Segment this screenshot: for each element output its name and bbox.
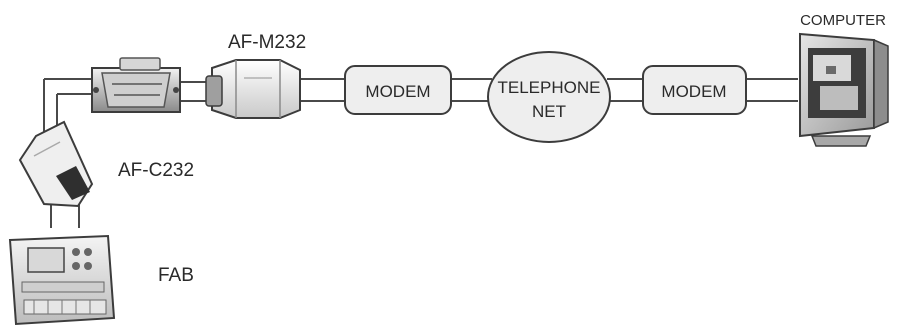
af-c232-label: AF-C232	[118, 160, 194, 181]
modem-left-label: MODEM	[365, 82, 430, 101]
serial-connector-icon	[91, 57, 181, 113]
modem-right: MODEM	[642, 65, 747, 115]
modem-right-label: MODEM	[661, 82, 726, 101]
af-m232-adapter-icon	[205, 59, 301, 119]
connection-lines	[43, 78, 798, 228]
fab-label: FAB	[158, 265, 194, 286]
telephone-net-line1: TELEPHONE	[498, 78, 601, 97]
computer-monitor-icon	[799, 32, 889, 147]
af-c232-cable-icon	[18, 120, 94, 208]
computer-label: COMPUTER	[800, 12, 886, 29]
af-m232-label: AF-M232	[228, 32, 306, 53]
telephone-net-line2: NET	[532, 102, 566, 121]
fab-controller-icon	[8, 234, 116, 326]
telephone-net: TELEPHONE NET	[487, 51, 611, 143]
modem-left: MODEM	[344, 65, 452, 115]
